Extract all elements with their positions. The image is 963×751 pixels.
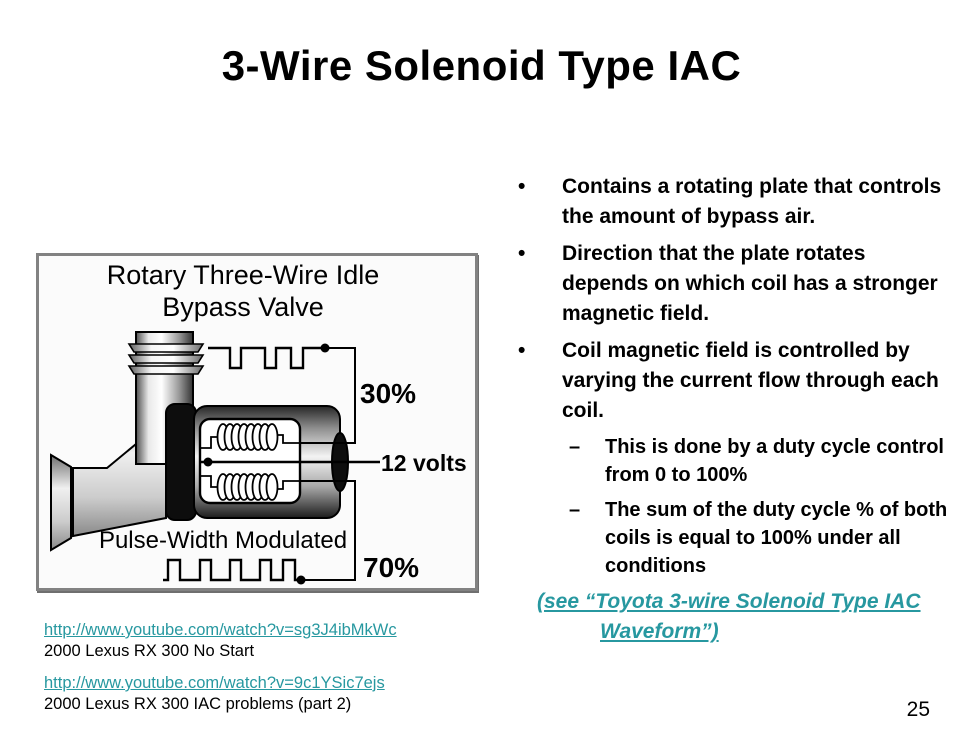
bullet-marker: • <box>518 175 526 198</box>
bullet-item-3: • Coil magnetic field is controlled by v… <box>505 336 955 426</box>
bullet-item-2: • Direction that the plate rotates depen… <box>505 239 955 329</box>
top-coil <box>200 423 300 451</box>
bullet-text-1: Contains a rotating plate that controls … <box>562 175 942 228</box>
diagram-title: Rotary Three-Wire Idle Bypass Valve <box>107 260 380 322</box>
video-caption-1: 2000 Lexus RX 300 No Start <box>44 642 255 660</box>
bullet-marker: • <box>518 242 526 265</box>
sub-bullet-item-2: – The sum of the duty cycle % of both co… <box>505 496 955 580</box>
modulation-label: Pulse-Width Modulated <box>99 527 347 554</box>
see-also-link[interactable]: (see “Toyota 3-wire Solenoid Type IAC Wa… <box>537 590 921 643</box>
pwm-wave-top <box>208 343 356 444</box>
video-link-block-1: http://www.youtube.com/watch?v=sg3J4ibMk… <box>44 620 474 662</box>
see-also: (see “Toyota 3-wire Solenoid Type IAC Wa… <box>537 587 963 647</box>
pwm-wave-bottom <box>163 480 356 585</box>
video-links: http://www.youtube.com/watch?v=sg3J4ibMk… <box>44 620 474 726</box>
top-duty-label: 30% <box>360 378 416 409</box>
twelve-volt-wire <box>200 457 380 467</box>
voltage-label: 12 volts <box>381 450 467 476</box>
dash-marker: – <box>569 436 581 458</box>
hose-rib-3 <box>127 365 205 375</box>
hose-rib-2 <box>127 354 205 364</box>
valve-black-band <box>165 403 197 521</box>
sub-bullet-text-1: This is done by a duty cycle control fro… <box>605 436 944 486</box>
coil-window <box>198 417 380 505</box>
sub-bullet-text-2: The sum of the duty cycle % of both coil… <box>605 499 948 577</box>
sub-bullet-item-1: – This is done by a duty cycle control f… <box>505 433 955 489</box>
video-caption-2: 2000 Lexus RX 300 IAC problems (part 2) <box>44 695 352 713</box>
page-number: 25 <box>906 698 930 721</box>
bullet-text-3: Coil magnetic field is controlled by var… <box>562 339 939 422</box>
valve-diagram-svg: Rotary Three-Wire Idle Bypass Valve <box>50 260 467 585</box>
bullet-item-1: • Contains a rotating plate that control… <box>505 172 955 232</box>
page-title: 3-Wire Solenoid Type IAC <box>221 42 742 89</box>
diagram-title-line1: Rotary Three-Wire Idle <box>107 260 380 290</box>
youtube-link-2[interactable]: http://www.youtube.com/watch?v=9c1YSic7e… <box>44 674 385 692</box>
bottom-duty-label: 70% <box>363 552 419 583</box>
valve-diagram-image: Rotary Three-Wire Idle Bypass Valve <box>36 253 478 591</box>
hose-rib-1 <box>127 343 205 353</box>
bottom-coil <box>200 473 300 501</box>
youtube-link-1[interactable]: http://www.youtube.com/watch?v=sg3J4ibMk… <box>44 621 397 639</box>
video-link-block-2: http://www.youtube.com/watch?v=9c1YSic7e… <box>44 673 474 715</box>
valve-nozzle-flange <box>50 453 72 552</box>
bullet-text-2: Direction that the plate rotates depends… <box>562 242 938 325</box>
dash-marker: – <box>569 499 581 521</box>
diagram-title-line2: Bypass Valve <box>162 292 324 322</box>
bullet-marker: • <box>518 339 526 362</box>
bullet-list: • Contains a rotating plate that control… <box>505 172 955 647</box>
